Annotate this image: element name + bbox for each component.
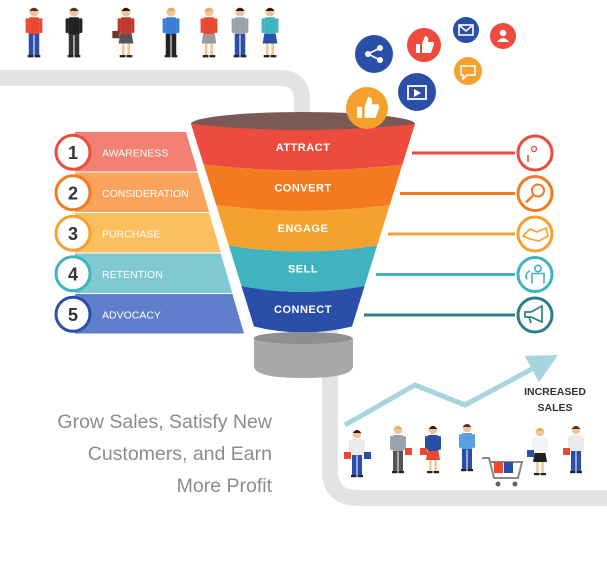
support-person-icon — [516, 256, 554, 293]
person-figure — [261, 7, 279, 58]
person-figure — [200, 7, 218, 58]
stage-number-badge — [54, 133, 92, 171]
chat-icon — [454, 57, 482, 85]
tagline-line1: Grow Sales, Satisfy New — [57, 411, 272, 433]
person-figure — [65, 7, 83, 58]
funnel-band — [241, 286, 365, 333]
stage-label: ADVOCACY — [102, 309, 161, 321]
funnel-band — [191, 124, 415, 171]
stage-band — [75, 213, 221, 253]
funnel-neck — [254, 338, 353, 378]
trend-arrow — [343, 354, 559, 428]
shopping-cart-icon — [482, 457, 524, 487]
stage-number: 2 — [68, 183, 78, 203]
stage-label: PURCHASE — [102, 228, 160, 240]
stage-band — [75, 294, 244, 334]
flow-pipe — [0, 70, 607, 506]
stage-number-badge — [54, 295, 92, 333]
stage-number: 4 — [68, 264, 78, 284]
handshake-icon — [516, 215, 554, 253]
video-icon — [398, 73, 436, 111]
thumbs-up-icon — [346, 87, 388, 129]
sales-funnel: ATTRACT CONVERT ENGAGE SELL CONNECT — [191, 112, 415, 378]
tagline: Grow Sales, Satisfy New Customers, and E… — [20, 406, 272, 502]
funnel-label: ATTRACT — [276, 142, 331, 154]
person-figure — [390, 425, 412, 474]
tagline-line2: Customers, and Earn — [87, 443, 272, 465]
stage-number: 1 — [68, 143, 78, 163]
social-icon-cloud — [346, 17, 516, 129]
people-group-top — [25, 7, 279, 58]
person-figure — [162, 7, 180, 58]
increased-sales-line1: INCREASED — [524, 386, 586, 398]
stage-number-badge — [54, 255, 92, 293]
stage-number-badge — [54, 174, 92, 212]
tagline-line3: More Profit — [176, 475, 272, 497]
people-group-bottom — [344, 423, 584, 487]
side-icon-list — [364, 134, 554, 334]
increased-sales-line2: SALES — [537, 402, 572, 414]
person-figure — [527, 427, 548, 476]
person-figure — [112, 7, 135, 58]
funnel-label: CONVERT — [274, 183, 331, 195]
person-figure — [25, 7, 43, 58]
funnel-label: ENGAGE — [278, 223, 329, 235]
stage-number-badge — [54, 214, 92, 252]
stage-list: 1 AWARENESS 2 CONSIDERATION 3 PURCHASE 4 RETENT… — [54, 132, 244, 334]
stage-number: 5 — [68, 305, 78, 325]
funnel-band — [216, 205, 390, 252]
megaphone-icon — [516, 296, 554, 334]
share-icon — [355, 35, 393, 73]
mail-icon — [453, 17, 479, 43]
thumbs-up-icon — [407, 28, 441, 62]
person-figure — [563, 425, 584, 474]
magnifier-icon — [516, 175, 554, 212]
funnel-label: CONNECT — [274, 304, 332, 316]
person-figure — [420, 425, 441, 474]
stage-label: CONSIDERATION — [102, 188, 189, 200]
funnel-band — [228, 245, 378, 292]
stage-label: AWARENESS — [102, 147, 168, 159]
funnel-band — [203, 164, 403, 211]
stage-number: 3 — [68, 224, 78, 244]
stage-band — [75, 132, 198, 172]
stage-label: RETENTION — [102, 269, 163, 281]
person-figure — [231, 7, 249, 58]
person-figure — [344, 429, 371, 478]
idea-head-icon — [516, 134, 554, 172]
user-icon — [490, 23, 516, 49]
stage-band — [75, 172, 210, 212]
person-figure — [459, 423, 475, 472]
funnel-label: SELL — [288, 264, 318, 276]
stage-band — [75, 253, 233, 293]
